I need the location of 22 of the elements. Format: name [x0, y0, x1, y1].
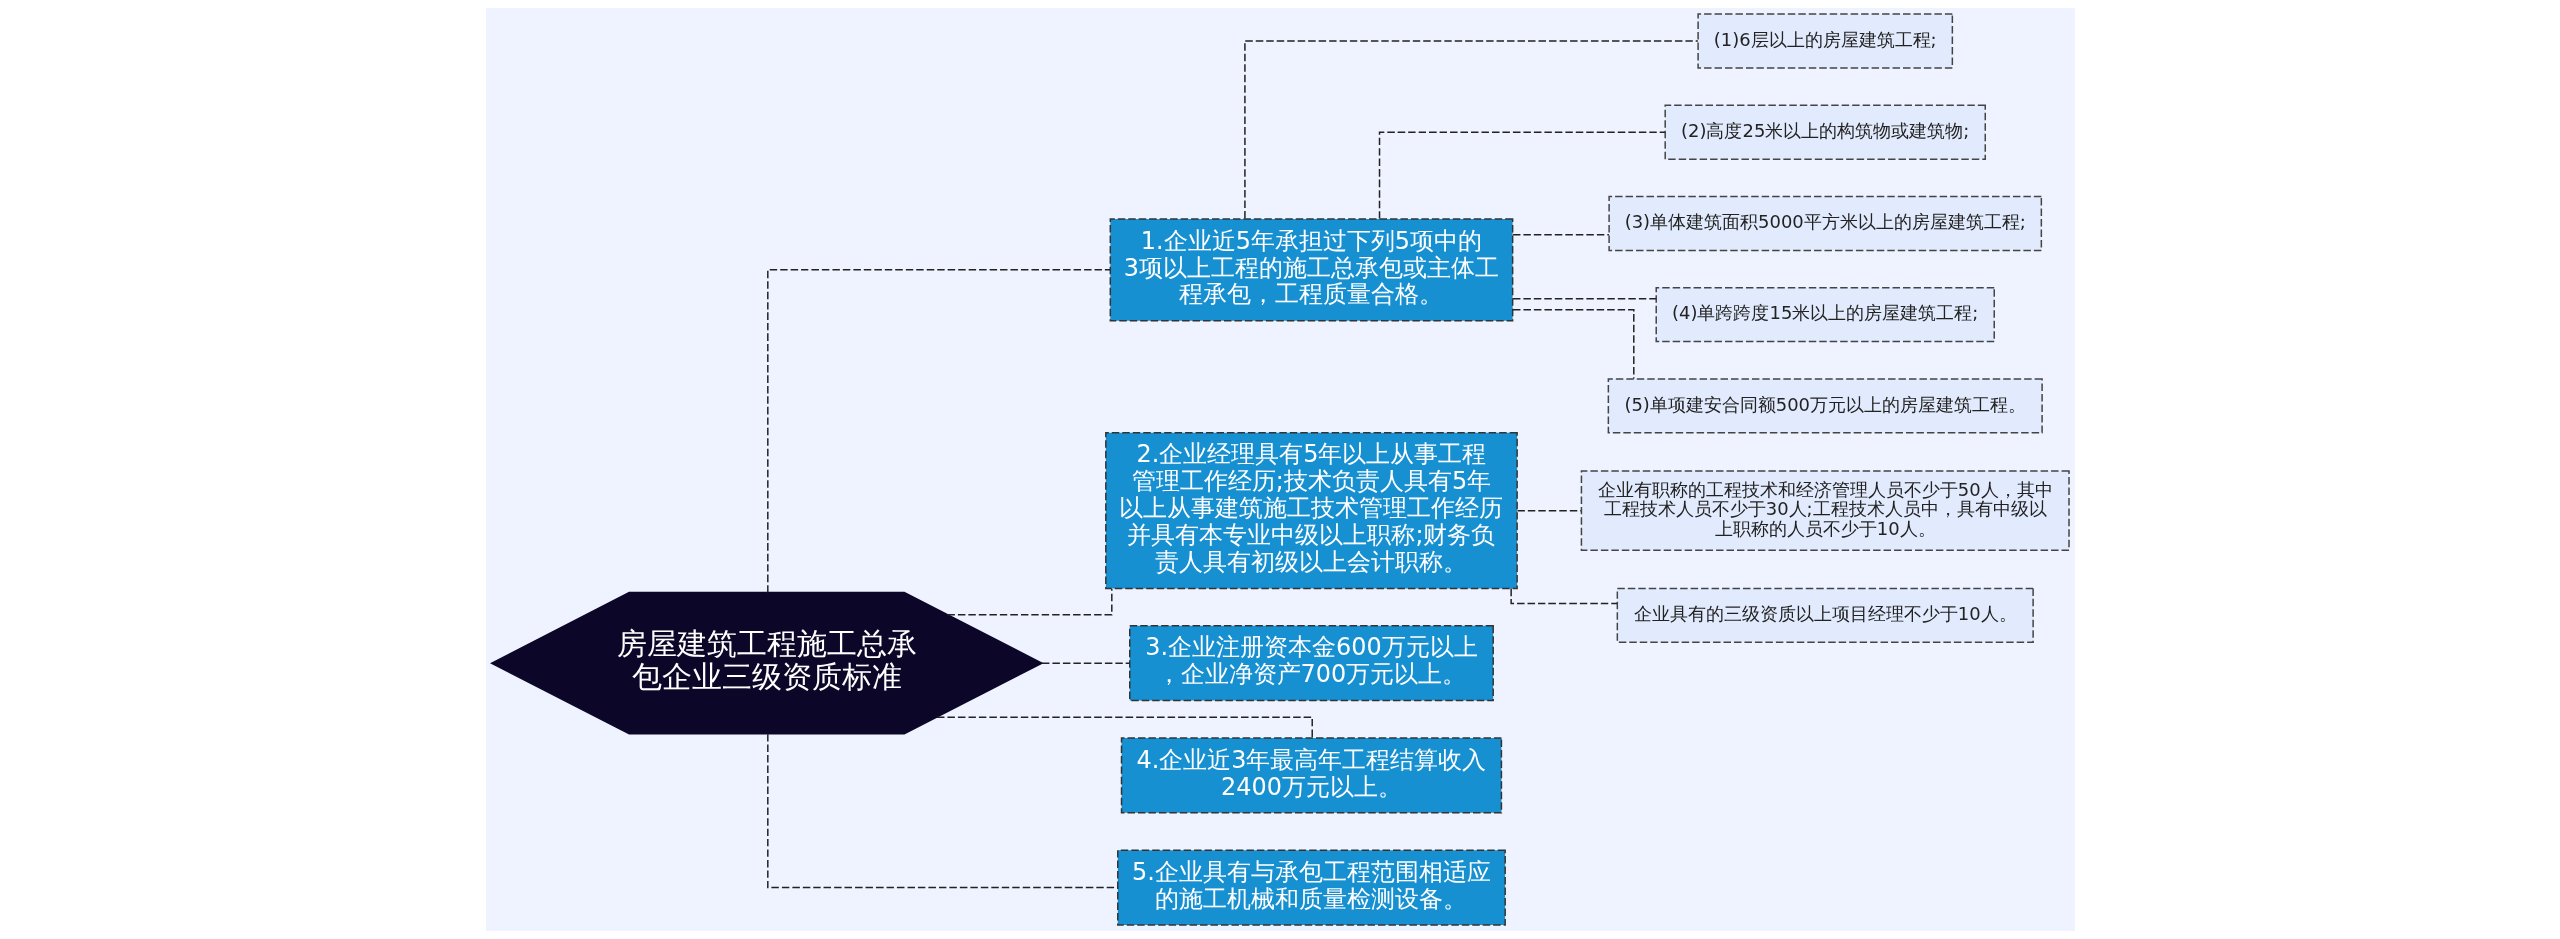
connector [766, 733, 1118, 889]
connector [766, 269, 1111, 594]
connector [1516, 509, 1582, 512]
node-box: (4)单跨跨度15米以上的房屋建筑工程; [1654, 287, 1995, 343]
connector [1511, 298, 1657, 300]
node-box: 4.企业近3年最高年工程结算收入2400万元以上。 [1120, 737, 1502, 814]
node-box: 5.企业具有与承包工程范围相适应的施工机械和质量检测设备。 [1116, 849, 1506, 926]
node-box: (5)单项建安合同额500万元以上的房屋建筑工程。 [1607, 378, 2043, 434]
node-box: 企业具有的三级资质以上项目经理不少于10人。 [1616, 587, 2034, 643]
connector [1511, 308, 1635, 380]
connector [1511, 233, 1610, 236]
node-box: 2.企业经理具有5年以上从事工程管理工作经历;技术负责人具有5年以上从事建筑施工技术管理工作经历并具有本专业中级以上职称;财务负责人具有初级以上会计职称。 [1104, 432, 1518, 590]
connector [1243, 40, 1699, 220]
connector [1509, 587, 1618, 605]
node-box: 企业有职称的工程技术和经济管理人员不少于50人，其中工程技术人员不少于30人;工程技术人员中，具有中级以上职称的人员不少于10人。 [1580, 470, 2070, 551]
connector [1040, 662, 1130, 664]
node-box: 1.企业近5年承担过下列5项中的3项以上工程的施工总承包或主体工程承包，工程质量合格。 [1109, 218, 1513, 322]
connector [1378, 131, 1666, 220]
node-box: (3)单体建筑面积5000平方米以上的房屋建筑工程; [1607, 195, 2042, 252]
node-box: (2)高度25米以上的构筑物或建筑物; [1663, 104, 1986, 160]
node-box: (1)6层以上的房屋建筑工程; [1696, 13, 1953, 69]
node-box: 3.企业注册资本金600万元以上，企业净资产700万元以上。 [1128, 625, 1494, 702]
